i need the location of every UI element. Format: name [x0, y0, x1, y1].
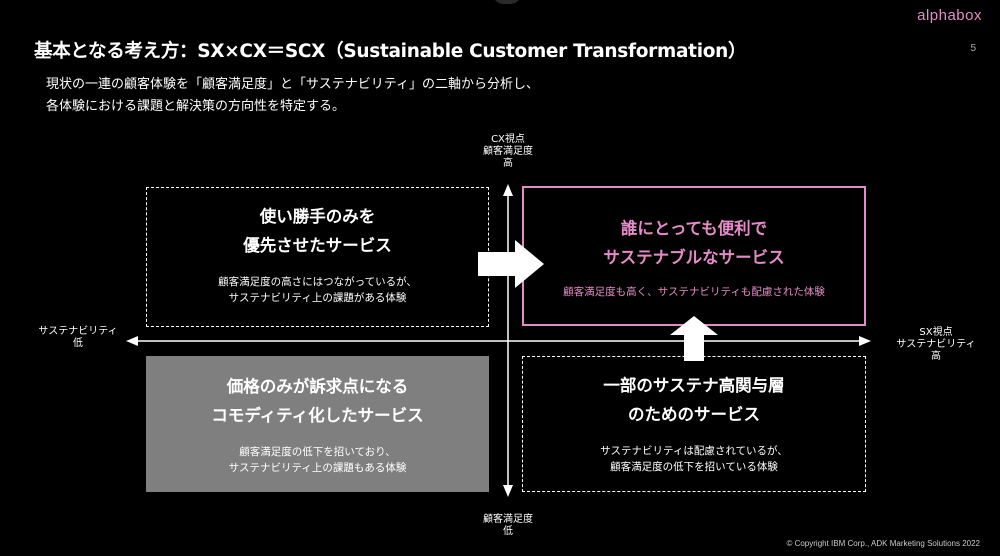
subtitle-line: 各体験における課題と解決策の方向性を特定する。: [46, 99, 346, 114]
subtitle-line: 現状の一連の顧客体験を「顧客満足度」と「サステナビリティ」の二軸から分析し、: [46, 77, 539, 92]
copyright-footer: © Copyright IBM Corp., ADK Marketing Sol…: [786, 539, 980, 548]
top-notch-decoration: [492, 0, 522, 4]
horizontal-axis-arrowhead-left: [126, 336, 138, 346]
vertical-axis-arrowhead-top: [503, 184, 513, 196]
quadrant-bottom-left: 価格のみが訴求点になる コモディティ化したサービス 顧客満足度の低下を招いており…: [146, 356, 489, 492]
quadrant-title: 一部のサステナ高関与層 のためのサービス: [603, 376, 785, 424]
axis-label-left: サステナビリティ 低: [38, 326, 118, 349]
vertical-axis-arrowhead-bottom: [503, 485, 513, 497]
quadrant-description: サステナビリティは配慮されているが、 顧客満足度の低下を招いている体験: [600, 445, 788, 473]
quadrant-description: 顧客満足度も高く、サステナビリティも配慮された体験: [563, 286, 825, 298]
quadrant-title: 価格のみが訴求点になる コモディティ化したサービス: [211, 377, 424, 425]
quadrant-top-right: 誰にとっても便利で サステナブルなサービス 顧客満足度も高く、サステナビリティも…: [522, 186, 866, 326]
quadrant-title: 使い勝手のみを 優先させたサービス: [243, 207, 392, 255]
quadrant-top-left: 使い勝手のみを 優先させたサービス 顧客満足度の高さにはつながっているが、 サス…: [146, 187, 489, 327]
axis-label-bottom: 顧客満足度 低: [483, 514, 533, 537]
quadrant-title: 誰にとっても便利で サステナブルなサービス: [603, 219, 785, 267]
quadrant-description: 顧客満足度の高さにはつながっているが、 サステナビリティ上の課題がある体験: [218, 276, 417, 304]
slide-subtitle: 現状の一連の顧客体験を「顧客満足度」と「サステナビリティ」の二軸から分析し、 各…: [46, 74, 539, 118]
slide-title: 基本となる考え方：SX×CX＝SCX（Sustainable Customer …: [34, 41, 747, 62]
page-number: 5: [970, 43, 976, 54]
axis-label-top: CX視点 顧客満足度 高: [483, 134, 533, 169]
quadrant-bottom-right: 一部のサステナ高関与層 のためのサービス サステナビリティは配慮されているが、 …: [522, 356, 866, 492]
axis-label-right: SX視点 サステナビリティ 高: [896, 327, 976, 362]
brand-logo: alphabox: [917, 7, 982, 24]
horizontal-axis-arrowhead-right: [859, 336, 871, 346]
quadrant-description: 顧客満足度の低下を招いており、 サステナビリティ上の課題もある体験: [228, 446, 407, 474]
